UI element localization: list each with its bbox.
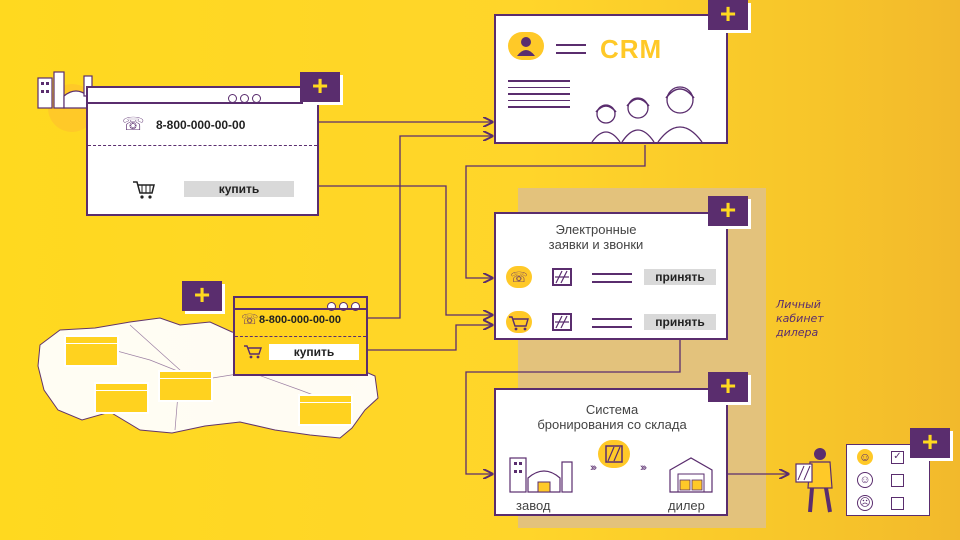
box-icon bbox=[552, 268, 572, 286]
text-lines bbox=[508, 80, 570, 113]
cart-icon bbox=[506, 311, 532, 333]
neutral-face-icon[interactable]: ☺ bbox=[857, 472, 873, 488]
mini-site-card bbox=[298, 394, 353, 426]
connector-mid-buy-to-requests bbox=[365, 325, 492, 351]
checkbox[interactable] bbox=[891, 474, 904, 487]
box-icon bbox=[552, 313, 572, 331]
happy-face-icon[interactable]: ☺ bbox=[857, 449, 873, 465]
divider bbox=[88, 145, 317, 146]
checkbox-checked[interactable]: ✓ bbox=[891, 451, 904, 464]
connector-crm-to-requests bbox=[465, 145, 646, 278]
window-controls bbox=[324, 298, 360, 316]
transfer-arrows: ››› bbox=[640, 462, 647, 474]
buy-button[interactable]: купить bbox=[269, 344, 359, 360]
website-panel-mid: ☏ 8-800-000-00-00 купить bbox=[233, 296, 368, 376]
mini-site-card bbox=[64, 335, 119, 367]
crm-label: CRM bbox=[600, 34, 663, 64]
dealer-label: дилер bbox=[668, 498, 705, 513]
transfer-arrows: ››› bbox=[590, 462, 597, 474]
connector-top-buy-to-requests bbox=[296, 185, 492, 315]
mini-site-card bbox=[94, 382, 149, 414]
window-header-divider bbox=[88, 102, 317, 104]
text-lines bbox=[592, 273, 632, 283]
operators-illustration bbox=[588, 78, 718, 142]
connector-mid-phone-to-crm bbox=[365, 136, 492, 319]
plus-icon[interactable]: + bbox=[708, 0, 748, 30]
plus-icon[interactable]: + bbox=[708, 372, 748, 402]
window-header-divider bbox=[235, 308, 366, 310]
divider bbox=[235, 336, 366, 337]
courier-icon bbox=[792, 444, 838, 514]
plus-icon[interactable]: + bbox=[300, 72, 340, 102]
phone-call-icon: ☏ bbox=[506, 266, 532, 288]
factory-label: завод bbox=[516, 498, 551, 513]
booking-title: Система бронирования со склада bbox=[537, 402, 687, 432]
plus-icon[interactable]: + bbox=[182, 281, 222, 311]
phone-number[interactable]: 8-800-000-00-00 bbox=[156, 118, 246, 132]
sad-face-icon[interactable]: ☹ bbox=[857, 495, 873, 511]
buy-button[interactable]: купить bbox=[184, 181, 294, 197]
text-lines bbox=[592, 318, 632, 328]
website-panel-top: ☏ 8-800-000-00-00 купить bbox=[86, 86, 319, 216]
connector-requests-to-booking bbox=[465, 330, 681, 474]
mini-site-card bbox=[158, 370, 213, 402]
box-icon bbox=[598, 440, 630, 468]
checkbox[interactable] bbox=[891, 497, 904, 510]
plus-icon[interactable]: + bbox=[708, 196, 748, 226]
accept-button[interactable]: принять bbox=[644, 269, 716, 285]
phone-icon: ☏ bbox=[122, 114, 145, 134]
accept-button[interactable]: принять bbox=[644, 314, 716, 330]
user-icon bbox=[508, 32, 544, 60]
factory-icon bbox=[508, 452, 578, 494]
requests-title: Электронные заявки и звонки bbox=[548, 222, 644, 252]
window-controls bbox=[225, 90, 261, 108]
plus-icon[interactable]: + bbox=[910, 428, 950, 458]
header-lines bbox=[556, 44, 586, 54]
phone-number[interactable]: 8-800-000-00-00 bbox=[259, 314, 341, 326]
requests-panel: Электронные заявки и звонки ☏ принять пр… bbox=[494, 212, 728, 340]
booking-panel: Система бронирования со склада ››› ››› з… bbox=[494, 388, 728, 516]
warehouse-icon bbox=[668, 456, 714, 494]
phone-icon: ☏ bbox=[241, 311, 259, 327]
dealer-cabinet-label: Личный кабинет дилера bbox=[776, 298, 824, 339]
crm-panel: CRM bbox=[494, 14, 728, 144]
